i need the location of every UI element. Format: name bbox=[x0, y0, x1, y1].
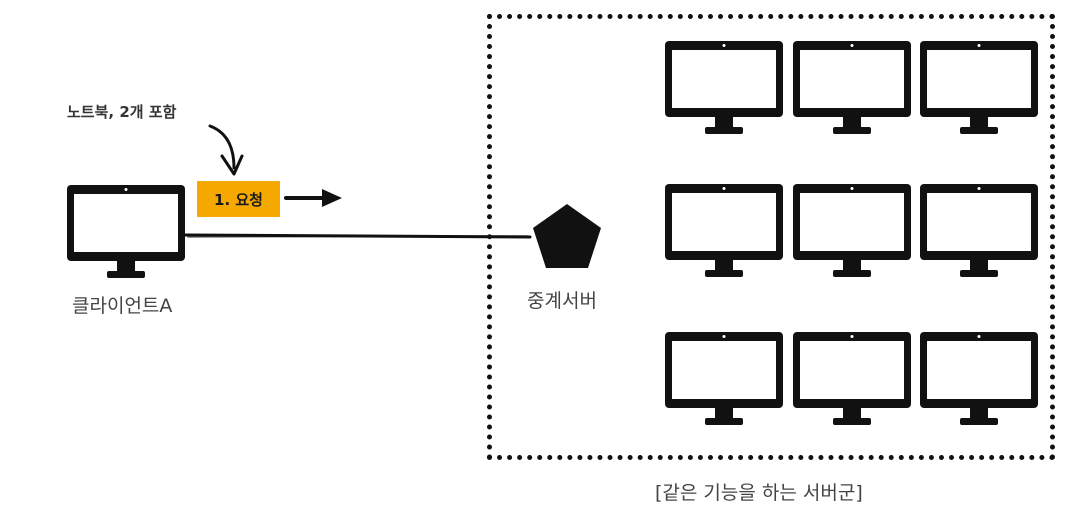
request-arrow-icon bbox=[284, 189, 342, 207]
server-monitor-icon bbox=[920, 41, 1038, 136]
server-monitor-icon bbox=[665, 332, 783, 427]
server-monitor-icon bbox=[665, 184, 783, 279]
annotation-text: 노트북, 2개 포함 bbox=[67, 103, 177, 121]
relay-server-pentagon-icon bbox=[533, 204, 601, 268]
server-monitor-icon bbox=[793, 332, 911, 427]
server-cluster-box bbox=[487, 14, 1055, 460]
client-monitor-icon bbox=[67, 185, 185, 280]
request-tag: 1. 요청 bbox=[197, 181, 280, 217]
server-monitor-icon bbox=[920, 184, 1038, 279]
server-monitor-icon bbox=[665, 41, 783, 136]
annotation-arrow-icon bbox=[208, 124, 244, 176]
server-monitor-icon bbox=[793, 184, 911, 279]
server-group-label: [같은 기능을 하는 서버군] bbox=[655, 482, 863, 504]
relay-label: 중계서버 bbox=[527, 290, 597, 312]
client-label: 클라이언트A bbox=[72, 295, 173, 317]
server-monitor-icon bbox=[920, 332, 1038, 427]
connection-line bbox=[182, 233, 532, 239]
server-monitor-icon bbox=[793, 41, 911, 136]
